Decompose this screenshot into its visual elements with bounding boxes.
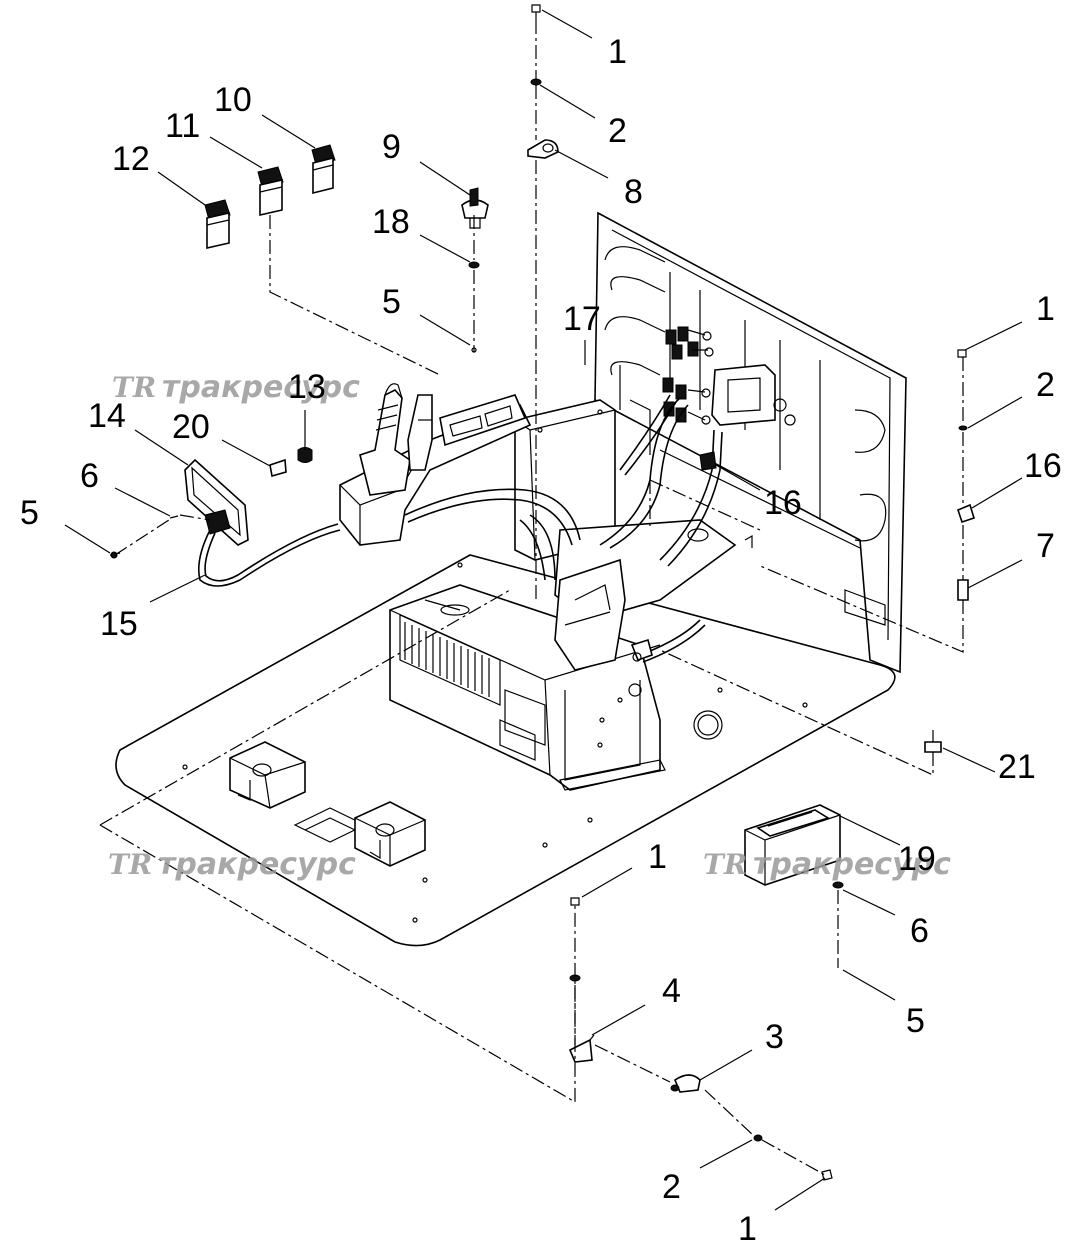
watermark-logo: TR bbox=[703, 848, 747, 881]
bolt-1-right bbox=[957, 349, 967, 358]
bracket-4 bbox=[568, 1034, 595, 1063]
callout-5: 5 bbox=[382, 283, 401, 321]
rear-panel bbox=[594, 211, 907, 674]
callout-4: 4 bbox=[662, 972, 681, 1010]
knob-13 bbox=[297, 447, 313, 463]
washer-6-left bbox=[169, 515, 179, 519]
callout-6: 6 bbox=[80, 457, 99, 495]
callout-3: 3 bbox=[765, 1018, 784, 1056]
washer-6-lower bbox=[832, 881, 844, 889]
callout-5: 5 bbox=[20, 494, 39, 532]
callout-17: 17 bbox=[563, 300, 601, 338]
bolt-1-bottom bbox=[821, 1169, 833, 1181]
watermark-right: TR тракресурс bbox=[703, 847, 951, 882]
callout-20: 20 bbox=[172, 408, 210, 446]
callout-13: 13 bbox=[288, 368, 326, 406]
callout-1: 1 bbox=[1036, 290, 1055, 328]
callout-14: 14 bbox=[88, 397, 126, 435]
leader-lines bbox=[64, 9, 1023, 1211]
bolt-1-top bbox=[531, 4, 541, 20]
watermark-text: тракресурс bbox=[162, 370, 360, 405]
ignition-switch bbox=[461, 187, 489, 229]
storage-box-19 bbox=[744, 804, 841, 886]
watermark-logo: TR bbox=[112, 371, 156, 404]
callout-8: 8 bbox=[624, 173, 643, 211]
callout-2: 2 bbox=[662, 1168, 681, 1206]
switch-10 bbox=[311, 144, 336, 195]
washer-2-right bbox=[958, 425, 968, 431]
clip-8 bbox=[527, 139, 559, 159]
watermark-top: TR тракресурс bbox=[112, 370, 360, 405]
callout-16: 16 bbox=[1024, 447, 1062, 485]
assembly-lines bbox=[99, 20, 964, 1176]
rubber-stop-21 bbox=[924, 730, 942, 753]
callout-1: 1 bbox=[608, 33, 627, 71]
callout-15: 15 bbox=[100, 605, 138, 643]
callout-18: 18 bbox=[372, 203, 410, 241]
callout-6: 6 bbox=[910, 912, 929, 950]
callout-1: 1 bbox=[738, 1210, 757, 1248]
knob-20 bbox=[269, 458, 287, 478]
callout-5: 5 bbox=[906, 1002, 925, 1040]
watermark-text: тракресурс bbox=[158, 847, 356, 882]
switch-12 bbox=[204, 199, 231, 250]
screw-5-top bbox=[471, 345, 477, 353]
clamp-16-right bbox=[957, 503, 975, 524]
floor-bracket-right bbox=[354, 801, 426, 867]
left-control-armrest bbox=[339, 383, 532, 546]
screw-5-left bbox=[109, 551, 121, 559]
louvre-grille bbox=[399, 614, 501, 706]
monitor-display bbox=[184, 458, 341, 587]
fitting-7 bbox=[957, 579, 969, 601]
clamp-3 bbox=[670, 1074, 701, 1093]
callout-1: 1 bbox=[648, 838, 667, 876]
callout-12: 12 bbox=[112, 140, 150, 178]
callout-10: 10 bbox=[214, 81, 252, 119]
callout-7: 7 bbox=[1036, 527, 1055, 565]
callout-11: 11 bbox=[165, 107, 200, 145]
callout-16: 16 bbox=[764, 484, 802, 522]
callout-labels: 1 2 8 9 10 11 12 18 5 17 1 2 16 16 7 13 … bbox=[20, 33, 1062, 1248]
watermark-text: тракресурс bbox=[753, 847, 951, 882]
console-box bbox=[389, 584, 666, 791]
callout-19: 19 bbox=[898, 840, 936, 878]
watermark-center: TR тракресурс bbox=[108, 847, 356, 882]
bolt-1-lower-left bbox=[570, 897, 580, 906]
watermark-logo: TR bbox=[108, 848, 152, 881]
callout-21: 21 bbox=[998, 748, 1036, 786]
floor-bracket-left bbox=[229, 741, 306, 809]
switch-11 bbox=[257, 166, 284, 217]
nut-18 bbox=[468, 261, 480, 269]
washer-2-bottom bbox=[753, 1134, 763, 1142]
callout-9: 9 bbox=[382, 128, 401, 166]
callout-2: 2 bbox=[608, 112, 627, 150]
wire-harness bbox=[404, 394, 723, 663]
callout-2: 2 bbox=[1036, 366, 1055, 404]
